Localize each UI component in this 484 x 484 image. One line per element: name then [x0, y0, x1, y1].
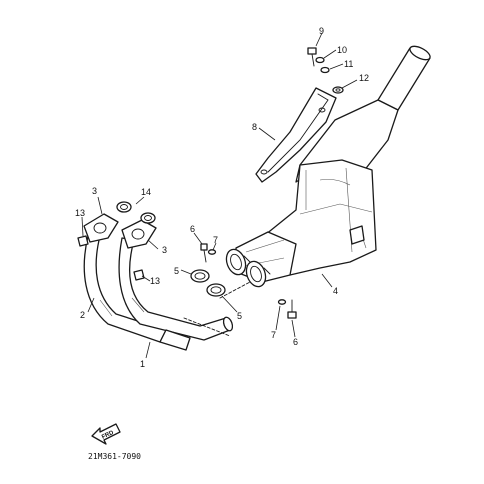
pipe-flanges — [77, 201, 157, 281]
callout-2: 2 — [80, 310, 85, 320]
leader-lines — [81, 32, 358, 359]
callout-6-upper: 6 — [190, 224, 195, 234]
callout-11: 11 — [344, 59, 353, 69]
shield-bolt-set — [307, 47, 344, 94]
callout-5-right: 5 — [237, 311, 242, 321]
figure-code: 21M361-7090 — [88, 452, 141, 461]
heat-shield — [255, 87, 337, 183]
callout-12: 12 — [359, 73, 369, 83]
callout-3-right: 3 — [162, 245, 167, 255]
callout-4: 4 — [333, 286, 338, 296]
callout-7-upper: 7 — [213, 235, 218, 245]
callout-labels: 1 2 3 3 4 5 5 6 6 7 7 8 9 10 11 12 13 13… — [75, 26, 369, 369]
joint-hardware — [190, 243, 297, 319]
callout-7-lower: 7 — [271, 330, 276, 340]
callout-1: 1 — [140, 359, 145, 369]
callout-14: 14 — [141, 187, 151, 197]
callout-13-right: 13 — [150, 276, 160, 286]
callout-6-lower: 6 — [293, 337, 298, 347]
callout-8: 8 — [252, 122, 257, 132]
muffler-assembly — [225, 45, 431, 288]
callout-13-left: 13 — [75, 208, 85, 218]
callout-10: 10 — [337, 45, 347, 55]
callout-3-left: 3 — [92, 186, 97, 196]
callout-9: 9 — [319, 26, 324, 36]
front-direction-arrow: FRD — [91, 423, 121, 445]
exhaust-pipes — [83, 235, 234, 351]
callout-5-left: 5 — [174, 266, 179, 276]
front-arrow-label: FRD — [101, 430, 115, 441]
